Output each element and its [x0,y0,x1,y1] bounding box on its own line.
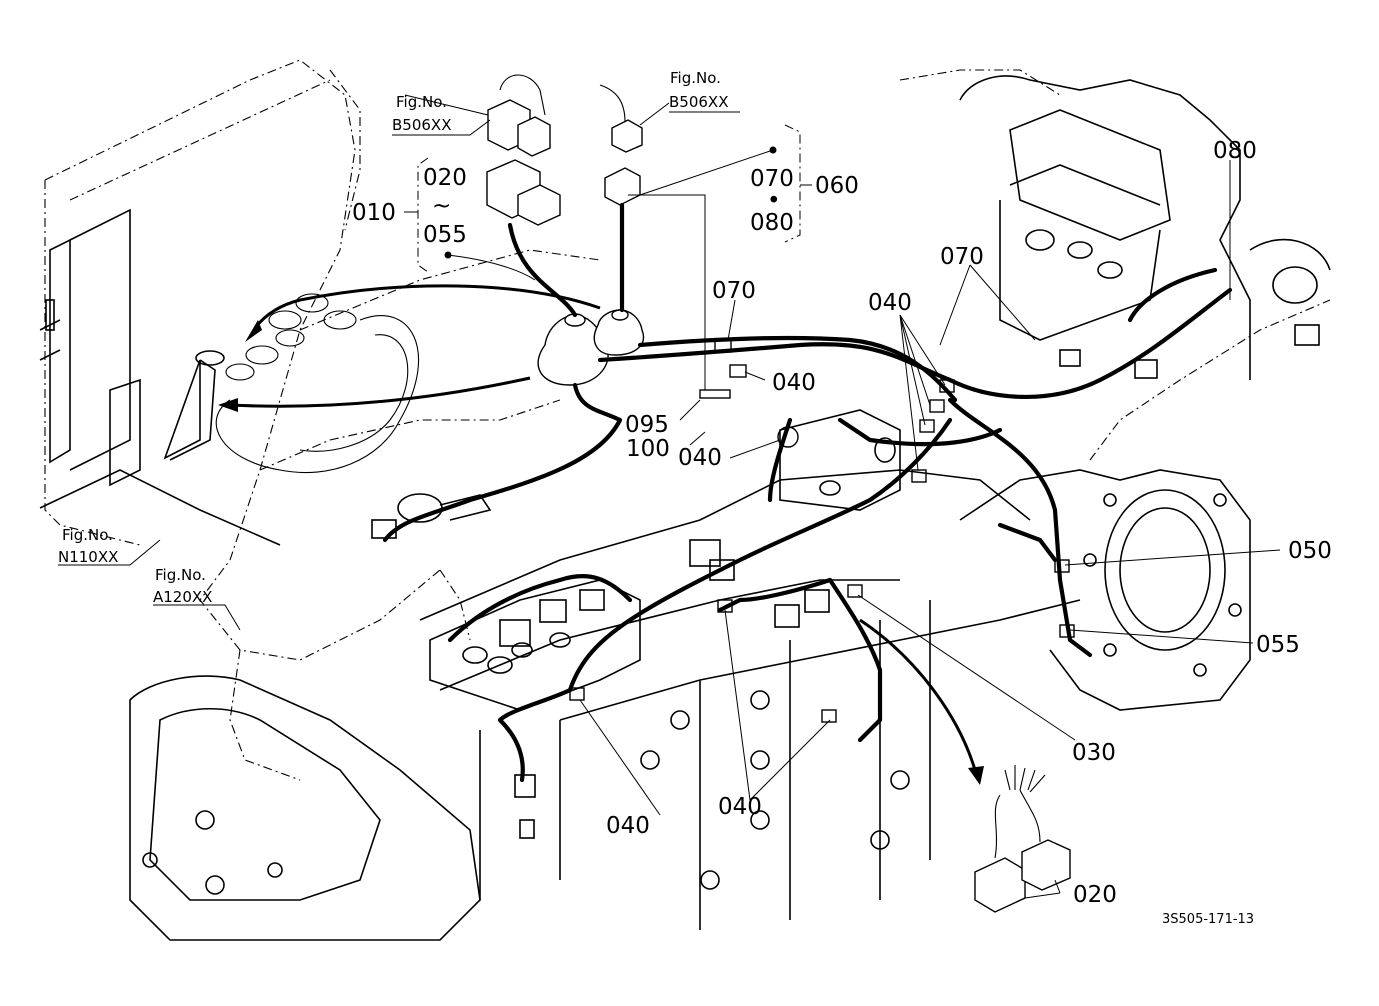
fig-ref-1-label: Fig.No. [396,93,447,111]
callout-050: 050 [1288,538,1332,564]
callout-080-top: 080 [750,210,794,236]
callout-070-mid: 070 [712,278,756,304]
fig-ref-2-label: Fig.No. [670,69,721,87]
callout-040-mid: 040 [772,370,816,396]
valve-block [959,75,1331,380]
fig-ref-2-number: B506XX [669,93,728,111]
callout-080-right: 080 [1213,138,1257,164]
callout-040-bottom-mid: 040 [718,794,762,820]
arrow-heads [218,320,984,785]
drawing-code: 3S505-171-13 [1162,912,1254,927]
callout-010: 010 [352,200,396,226]
routing-arrows [229,284,977,771]
callout-095: 095 [625,412,669,438]
callout-030: 030 [1072,740,1116,766]
grommet-boots [537,309,645,386]
detail-connectors [974,765,1071,913]
callout-020-bottom: 020 [1073,882,1117,908]
callout-labels: 010 020 ~ 055 070 • 080 060 080 070 070 … [352,138,1332,908]
mounting-bracket [163,350,225,461]
wire-clamps [569,339,1075,723]
callout-040-upper: 040 [868,290,912,316]
fig-ref-3-number: N110XX [58,548,118,566]
callout-040-center: 040 [678,445,722,471]
callout-060: 060 [815,173,859,199]
callout-070-top: 070 [750,166,794,192]
callout-020-top: 020 [423,165,467,191]
relay-connectors [486,74,643,226]
floor-panel [39,208,281,546]
callout-040-bottom-left: 040 [606,813,650,839]
figure-ref-leaders [58,111,740,631]
fig-ref-1-number: B506XX [392,116,451,134]
cab-floor-outline [44,59,1331,781]
callout-tilde: ~ [432,193,451,219]
callout-brackets [404,124,812,273]
control-valves [429,409,901,839]
floor-holes [215,293,419,474]
callout-055-right: 055 [1256,632,1300,658]
callout-055-top: 055 [423,222,467,248]
figure-references: Fig.No. B506XX Fig.No. B506XX Fig.No. N1… [58,69,728,606]
leader-lines [404,94,1281,899]
callout-dot: • [767,188,781,214]
fig-ref-3-label: Fig.No. [62,526,113,544]
callout-070-right: 070 [940,244,984,270]
fig-ref-4-label: Fig.No. [155,566,206,584]
callout-100: 100 [626,436,670,462]
fig-ref-4-number: A120XX [153,588,212,606]
wire-harness [382,202,1233,783]
